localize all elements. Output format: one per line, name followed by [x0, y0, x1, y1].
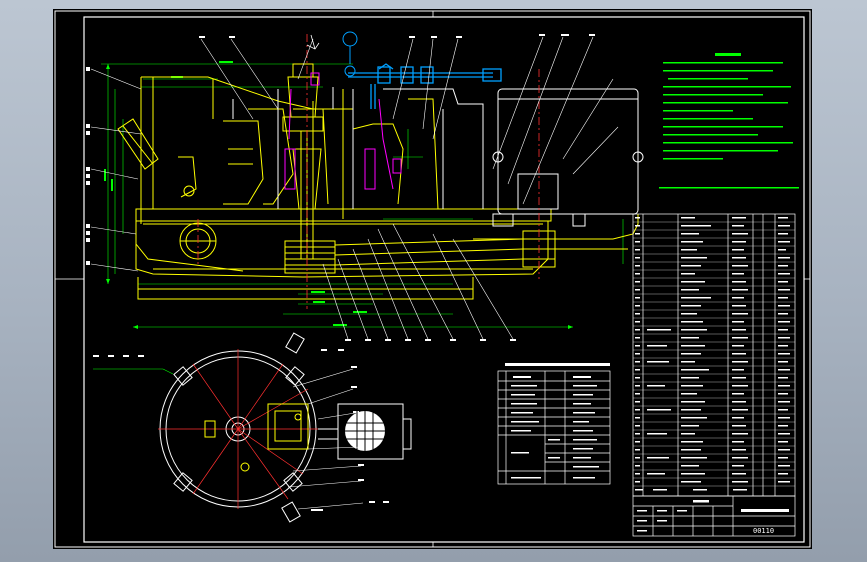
- central-shaft: [282, 63, 324, 259]
- drawing-number: 00110: [753, 527, 774, 535]
- parts-list-item-numbers: [635, 217, 671, 483]
- outer-frame: [54, 10, 811, 548]
- plan-view-dimensions: [93, 368, 174, 375]
- callout-leaders-plan: [287, 368, 364, 510]
- title-block-grid: [632, 495, 796, 537]
- parameter-table-cells: [511, 376, 599, 479]
- title-block: 00110: [632, 495, 796, 537]
- front-view-dimensions: [101, 63, 624, 328]
- callout-ticks-front: [86, 34, 595, 341]
- front-section-view: [86, 31, 644, 341]
- gauge-valve: [342, 31, 358, 77]
- parameter-table-grid: [497, 370, 611, 485]
- seal-components: [284, 72, 402, 190]
- plan-view: [93, 332, 412, 523]
- mounting-lugs: [173, 332, 305, 523]
- belt-pulley-system: [284, 230, 556, 274]
- plan-radial-lines: [158, 349, 318, 509]
- parts-list: [632, 213, 796, 497]
- plan-inner-parts: [204, 403, 309, 472]
- drive-motor: [492, 88, 644, 227]
- parts-list-rows: [633, 221, 795, 487]
- callout-leaders-front: [90, 36, 619, 340]
- parts-list-grid: [632, 213, 796, 497]
- motor-fan-grille: [345, 411, 385, 451]
- drawing-canvas: 00110: [54, 10, 811, 548]
- inner-frame: [83, 16, 805, 543]
- section-mark: [306, 34, 320, 50]
- parameter-table-title: [505, 363, 610, 366]
- inner-walls: [232, 87, 484, 209]
- centerlines-front: [197, 34, 540, 309]
- callout-ticks-plan: [93, 349, 389, 511]
- wash-pipe: [348, 63, 502, 109]
- dimension-arrows: [106, 64, 573, 329]
- drawing-sheet: 00110: [53, 9, 812, 549]
- title-block-labels: [637, 500, 789, 532]
- machine-housing: [135, 76, 639, 300]
- parts-list-entries: [635, 217, 790, 491]
- parameter-table: [497, 363, 611, 485]
- technical-requirements-notes: [659, 53, 799, 189]
- feed-hopper: [117, 118, 197, 198]
- plan-motor: [318, 403, 412, 460]
